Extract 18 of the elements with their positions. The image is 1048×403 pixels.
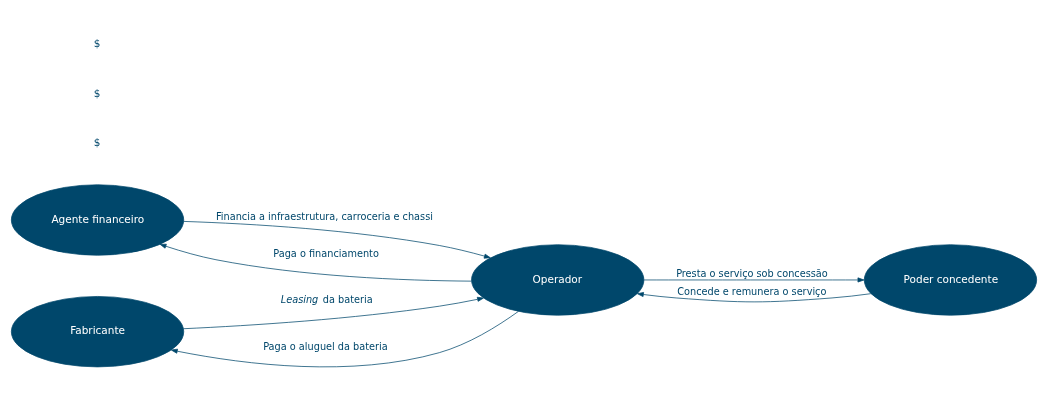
arrow	[159, 243, 472, 282]
node-ellipse: Fabricante	[10, 296, 185, 368]
edge-label: Paga o aluguel da bateria	[263, 340, 388, 352]
edge-label: Concede e remunera o serviço	[677, 286, 827, 298]
node-ellipse: Poder concedente	[863, 244, 1038, 316]
arrow	[643, 277, 865, 283]
node-ellipse: Agente financeiro	[10, 184, 185, 256]
arrow	[183, 296, 484, 330]
edge-label: Leasing da bateria	[280, 293, 373, 305]
edge-label: Financia a infraestrutura, carroceria e chassi	[215, 210, 433, 222]
edge-label: Paga o financiamento	[273, 248, 379, 260]
arrow	[183, 221, 491, 259]
label: $	[93, 37, 101, 50]
arrow	[170, 310, 519, 368]
edge-label: Presta o serviço sob concessão	[676, 268, 828, 280]
label: $	[93, 86, 101, 99]
label: $	[93, 136, 101, 149]
arrow	[637, 292, 872, 303]
